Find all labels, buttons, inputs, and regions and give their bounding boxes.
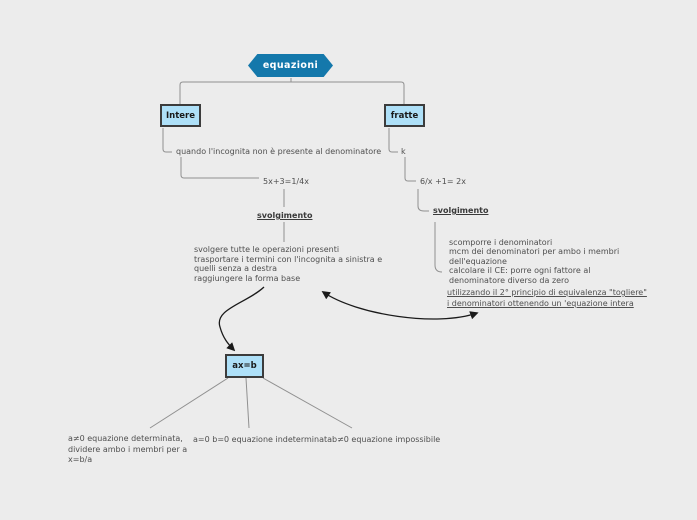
connector-fratte-to-condition xyxy=(388,128,398,153)
intere-example-text[interactable]: 5x+3=1/4x xyxy=(263,177,309,186)
node-equazioni[interactable]: equazioni xyxy=(248,54,333,77)
intere-step-line: trasportare i termini con l'incognita a … xyxy=(194,254,383,264)
intere-step-line: quelli senza a destra xyxy=(194,264,278,273)
intere-svolgimento-label[interactable]: svolgimento xyxy=(257,211,313,220)
node-axb-label: ax=b xyxy=(232,361,257,371)
outcome-impossibile-text[interactable]: b≠0 equazione impossibile xyxy=(332,435,441,444)
connector-svolgimento-to-steps-right xyxy=(434,222,443,273)
node-axb[interactable]: ax=b xyxy=(225,354,264,378)
outcome-determinata-line: x=b/a xyxy=(68,455,93,464)
arrow-forma-base-to-axb xyxy=(218,286,265,352)
fratte-step-line: scomporre i denominatori xyxy=(449,238,553,247)
fratte-step-line: denominatore diverso da zero xyxy=(449,275,570,285)
connector-root-to-branches xyxy=(179,78,405,104)
outcome-indeterminata-text[interactable]: a=0 b=0 equazione indeterminata xyxy=(193,435,333,444)
connector-axb-to-outcomes xyxy=(149,377,353,429)
fratte-note-line: i denominatori ottenendo un 'equazione i… xyxy=(447,299,634,308)
connector-condition-to-example-right xyxy=(404,157,416,182)
intere-steps-block[interactable]: svolgere tutte le operazioni presenti tr… xyxy=(194,245,382,283)
node-intere[interactable]: Intere xyxy=(160,104,201,127)
intere-condition-text[interactable]: quando l'incognita non è presente al den… xyxy=(176,147,382,156)
fratte-step-line: mcm dei denominatori per ambo i membri xyxy=(449,247,620,257)
fratte-step-line: dell'equazione xyxy=(449,256,507,266)
node-fratte-label: fratte xyxy=(390,110,419,121)
outcome-determinata-line: a≠0 equazione determinata, xyxy=(68,434,183,443)
fratte-steps-block[interactable]: scomporre i denominatori mcm dei denomin… xyxy=(449,238,619,285)
fratte-step-line: calcolare il CE: porre ogni fattore al xyxy=(449,266,591,276)
connector-condition-to-example-left xyxy=(180,157,259,179)
node-intere-label: Intere xyxy=(166,110,195,121)
intere-step-line: svolgere tutte le operazioni presenti xyxy=(194,245,340,254)
fratte-note-block[interactable]: utilizzando il 2° principio di equivalen… xyxy=(447,287,647,309)
node-fratte[interactable]: fratte xyxy=(384,104,425,127)
connector-intere-to-condition xyxy=(162,128,172,153)
connector-example-to-svolgimento-right xyxy=(417,189,429,212)
node-equazioni-label: equazioni xyxy=(262,60,319,71)
fratte-svolgimento-label[interactable]: svolgimento xyxy=(433,206,489,215)
outcome-determinata-line: dividere ambo i membri per a xyxy=(68,444,188,454)
outcome-determinata-block[interactable]: a≠0 equazione determinata, dividere ambo… xyxy=(68,434,187,466)
intere-step-line: raggiungere la forma base xyxy=(194,273,301,283)
fratte-condition-text[interactable]: k xyxy=(401,147,406,156)
arrow-steps-note-link xyxy=(321,291,479,320)
fratte-note-line: utilizzando il 2° principio di equivalen… xyxy=(447,288,647,297)
fratte-example-text[interactable]: 6/x +1= 2x xyxy=(420,177,466,186)
